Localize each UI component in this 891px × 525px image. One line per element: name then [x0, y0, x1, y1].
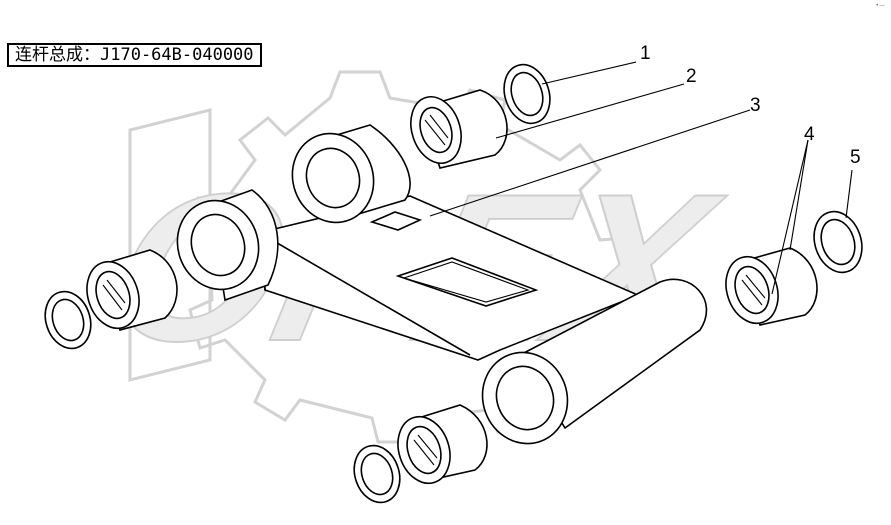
assembly-title: 连杆总成：J170-64B-040000	[7, 43, 262, 67]
slot-window	[395, 257, 539, 307]
seal-ring-left	[44, 290, 92, 350]
leader-4a	[789, 139, 809, 251]
callout-5: 5	[850, 147, 861, 168]
callout-1: 1	[640, 43, 651, 64]
callout-2: 2	[686, 66, 697, 87]
bushing-right	[725, 247, 818, 326]
callout-3: 3	[750, 95, 761, 116]
callout-4: 4	[804, 124, 815, 145]
leader-lines	[429, 61, 853, 295]
leader-1	[541, 61, 637, 85]
seal-ring-bottom	[353, 444, 401, 504]
bushing-bottom	[397, 404, 488, 485]
seal-ring-right	[813, 210, 863, 274]
bushing-left	[86, 249, 178, 331]
leader-5	[845, 169, 853, 219]
leader-4b	[771, 139, 809, 295]
seal-ring-upper	[503, 63, 551, 125]
leader-2	[495, 83, 685, 139]
leader-3	[429, 109, 751, 217]
bushing-upper	[410, 89, 508, 169]
corner-mark: •—	[875, 2, 885, 9]
link-body	[176, 124, 708, 445]
